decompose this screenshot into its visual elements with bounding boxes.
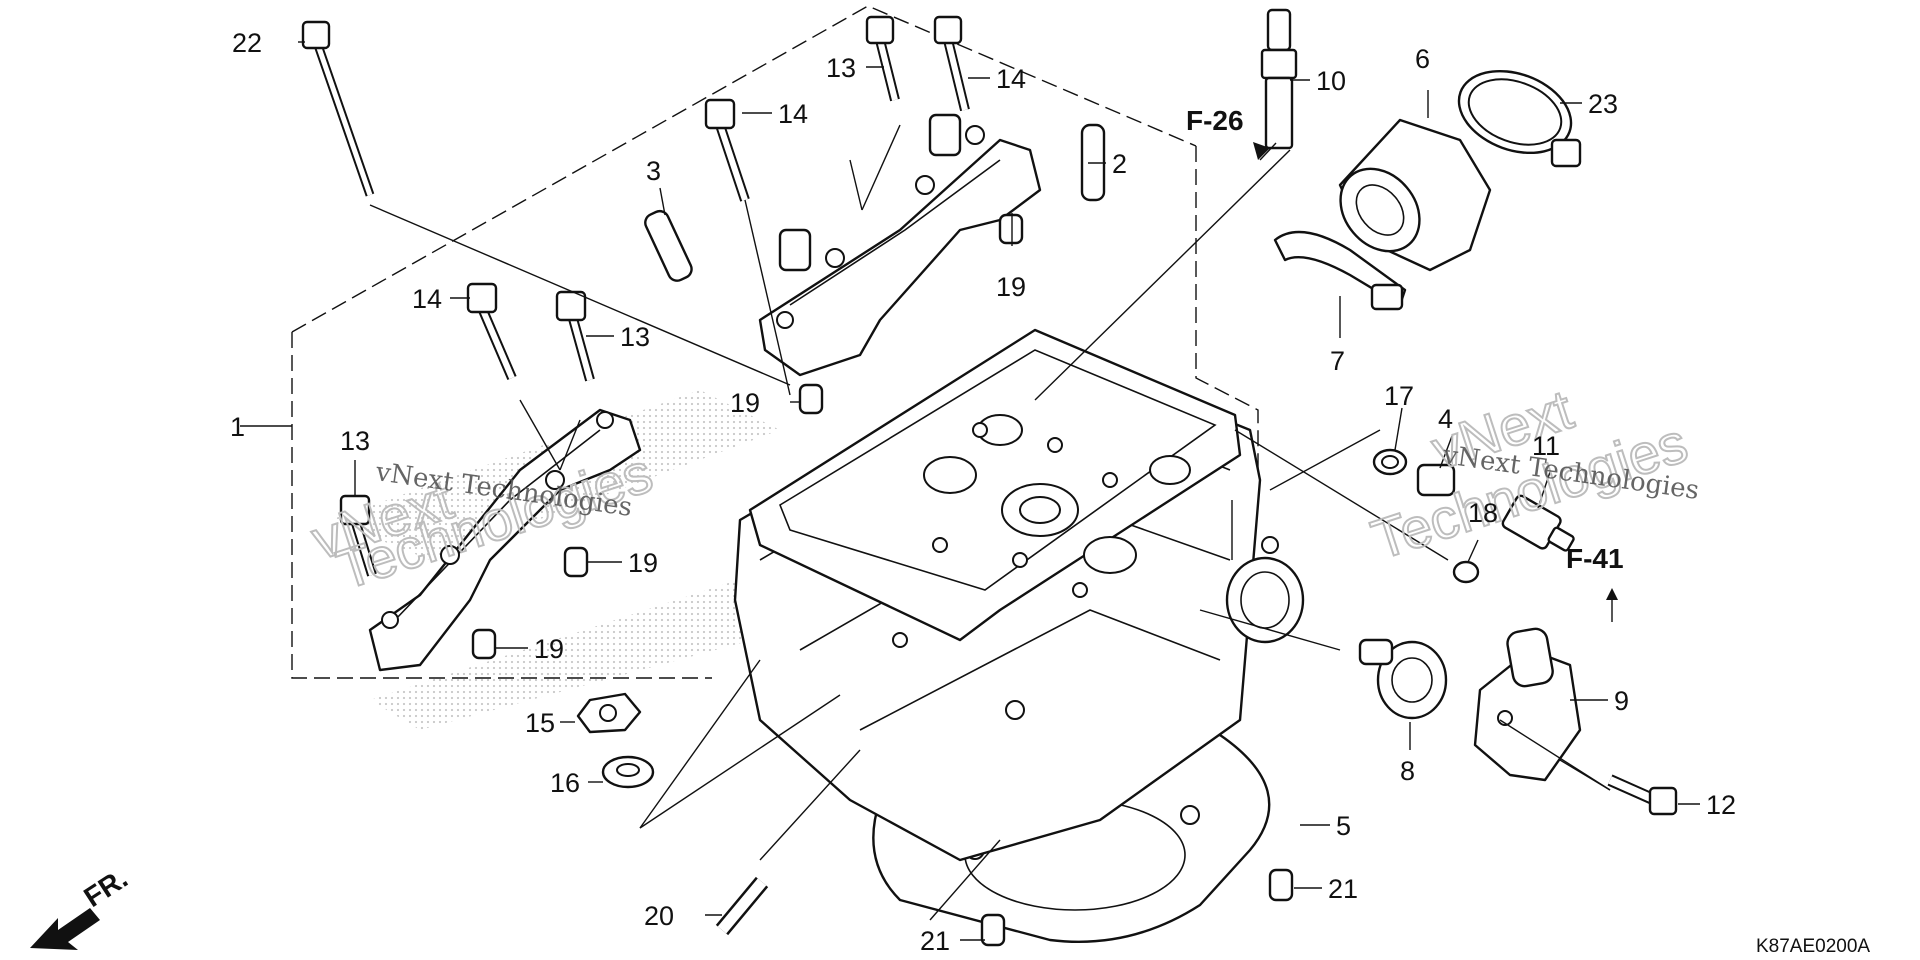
label-12: 12 bbox=[1706, 790, 1736, 820]
label-21-low: 21 bbox=[920, 926, 950, 956]
label-4: 4 bbox=[1438, 404, 1453, 434]
label-3: 3 bbox=[646, 156, 661, 186]
label-5: 5 bbox=[1336, 811, 1351, 841]
label-20: 20 bbox=[644, 901, 674, 931]
label-13-lower: 13 bbox=[340, 426, 370, 456]
label-9: 9 bbox=[1614, 686, 1629, 716]
bolt-14-upper bbox=[933, 15, 970, 112]
label-14-left: 14 bbox=[412, 284, 442, 314]
bolt-13-left-upper bbox=[555, 290, 595, 382]
ref-f26: F-26 bbox=[1186, 105, 1244, 136]
cam-holder-lower bbox=[368, 408, 642, 672]
label-15: 15 bbox=[525, 708, 555, 738]
label-23: 23 bbox=[1588, 89, 1618, 119]
label-21-right: 21 bbox=[1328, 874, 1358, 904]
front-label: FR. bbox=[78, 862, 133, 913]
label-17: 17 bbox=[1384, 381, 1414, 411]
ref-arrows bbox=[1253, 142, 1618, 622]
cam-holder-upper bbox=[758, 113, 1042, 377]
label-6: 6 bbox=[1415, 44, 1430, 74]
label-8: 8 bbox=[1400, 756, 1415, 786]
bolt-14-middle bbox=[704, 98, 750, 202]
cam-journals bbox=[892, 414, 1191, 720]
bolt-13-upper bbox=[865, 15, 900, 102]
bolt-13-left-lower bbox=[339, 494, 377, 577]
label-19-low: 19 bbox=[534, 634, 564, 664]
label-2: 2 bbox=[1112, 149, 1127, 179]
diagram-code: K87AE0200A bbox=[1756, 936, 1870, 957]
label-13-top: 13 bbox=[826, 53, 856, 83]
small-parts bbox=[471, 8, 1582, 947]
label-1: 1 bbox=[230, 412, 245, 442]
bolt-14-left bbox=[466, 282, 517, 380]
spark-plug-10 bbox=[1260, 8, 1298, 150]
part-labels: 22 1 2 3 13 14 14 14 13 13 19 19 19 19 1… bbox=[230, 28, 1736, 956]
label-7: 7 bbox=[1330, 346, 1345, 376]
thermostat-8 bbox=[1358, 638, 1448, 720]
label-18: 18 bbox=[1468, 498, 1498, 528]
label-14-mid: 14 bbox=[778, 99, 808, 129]
leader-lines bbox=[240, 41, 1700, 941]
front-arrow-icon: FR. bbox=[30, 862, 133, 950]
label-19-mid: 19 bbox=[730, 388, 760, 418]
label-22: 22 bbox=[232, 28, 262, 58]
label-10: 10 bbox=[1316, 66, 1346, 96]
ref-f41: F-41 bbox=[1566, 543, 1624, 574]
label-11: 11 bbox=[1532, 431, 1560, 461]
bolt-12 bbox=[1607, 774, 1678, 816]
insulator-6 bbox=[1338, 118, 1492, 272]
bolt-22 bbox=[301, 20, 375, 197]
thermostat-cover-9 bbox=[1473, 627, 1582, 782]
cylinder-head bbox=[733, 328, 1305, 943]
label-16: 16 bbox=[550, 768, 580, 798]
label-13-left: 13 bbox=[620, 322, 650, 352]
bolts bbox=[301, 15, 1678, 936]
label-14-top: 14 bbox=[996, 64, 1026, 94]
label-19-top: 19 bbox=[996, 272, 1026, 302]
label-19-right: 19 bbox=[628, 548, 658, 578]
stud-20 bbox=[715, 876, 769, 936]
